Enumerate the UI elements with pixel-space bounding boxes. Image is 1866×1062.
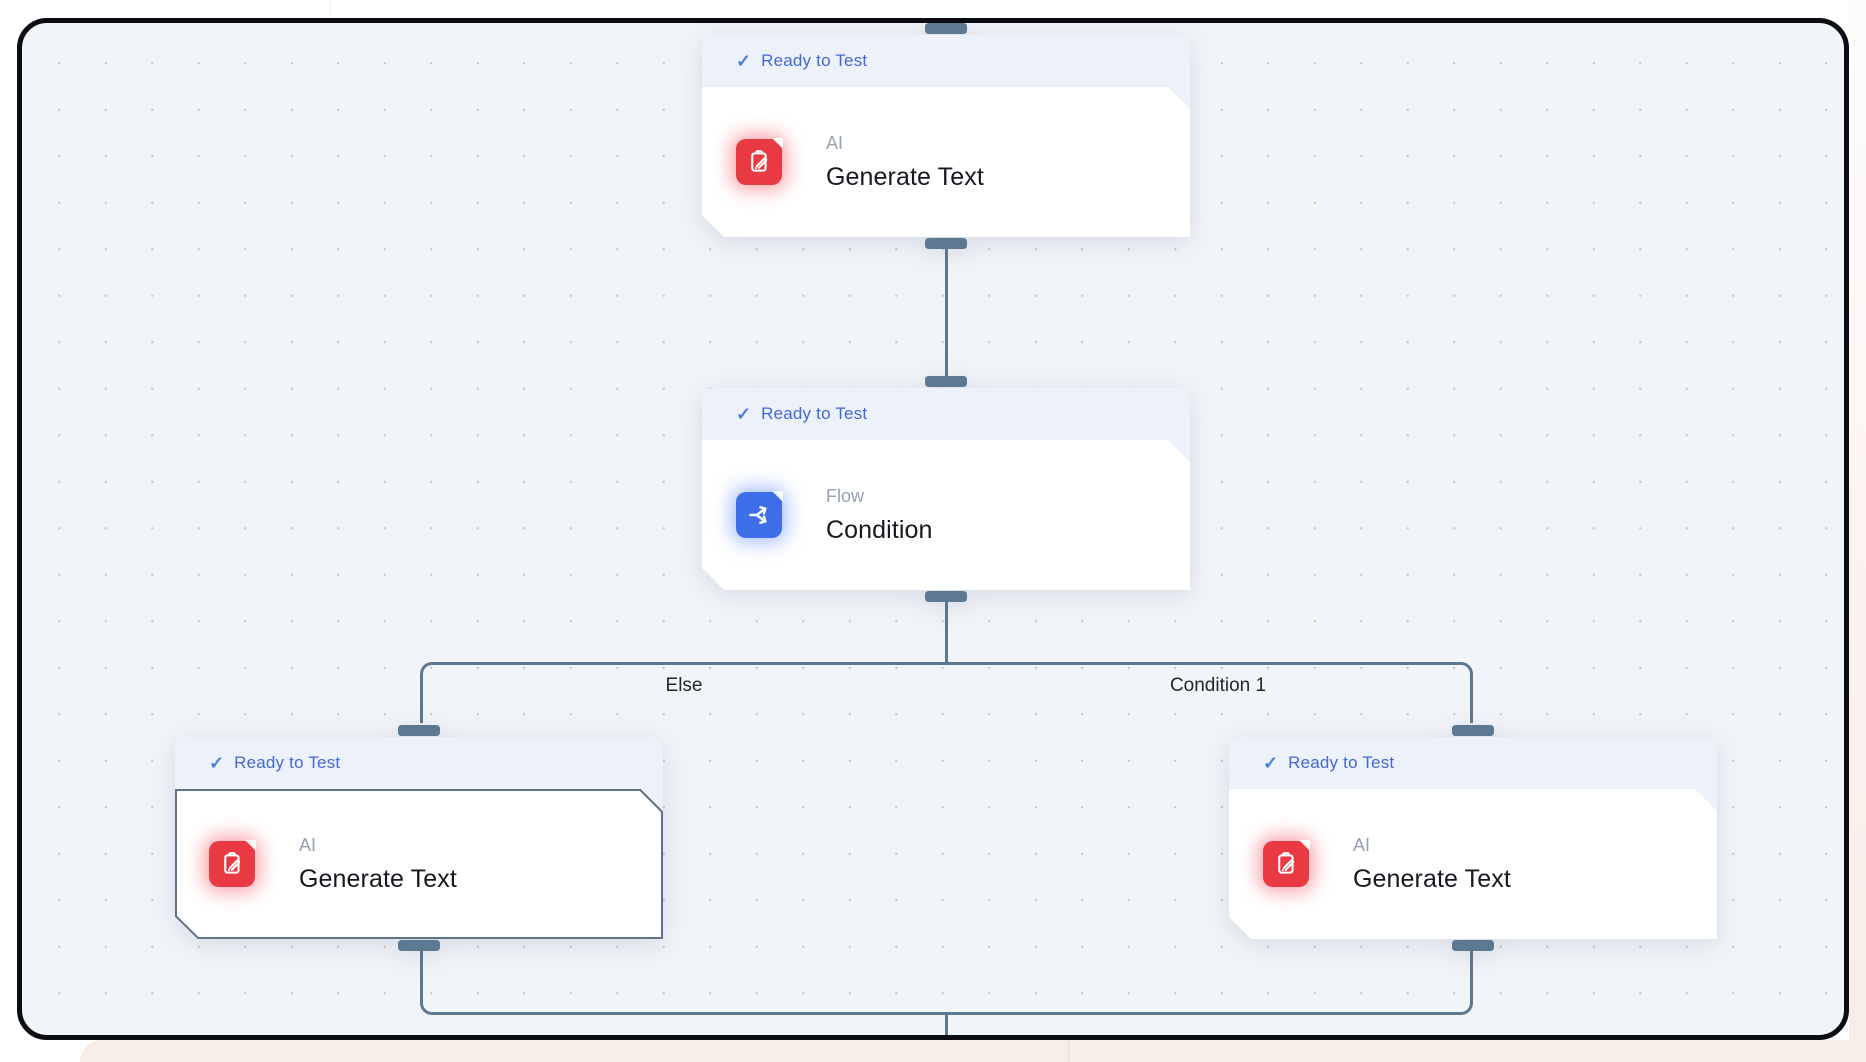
split-arrows-icon [736,491,783,538]
output-handle[interactable] [398,940,440,951]
input-handle[interactable] [1452,725,1494,736]
edge-condition-stub [945,602,948,662]
edge-label-else: Else [665,675,703,696]
page-right-margin [1849,0,1866,1062]
node-condition[interactable]: ✓ Ready to Test Flow C [702,376,1190,602]
node-body[interactable]: AI Generate Text [702,87,1190,237]
clipboard-pen-icon [1263,840,1310,887]
clipboard-pen-icon [209,840,256,887]
status-badge: Ready to Test [1288,753,1395,772]
edge-condition-branches [420,662,1473,723]
edge-generate-to-condition [945,249,948,376]
input-handle[interactable] [398,725,440,736]
status-badge: Ready to Test [234,753,341,772]
node-category: Flow [826,485,865,506]
check-icon: ✓ [1263,753,1279,773]
status-badge: Ready to Test [761,404,868,423]
input-handle[interactable] [925,376,967,387]
output-handle[interactable] [1452,940,1494,951]
node-body[interactable]: AI Generate Text [175,789,663,939]
page-margin-line [330,0,331,18]
node-category: AI [1353,834,1371,855]
node-category: AI [299,834,317,855]
node-generate-text-else[interactable]: ✓ Ready to Test AI Generate Text [175,725,663,951]
output-handle[interactable] [925,238,967,249]
edge-label-condition-1: Condition 1 [1169,675,1267,696]
check-icon: ✓ [209,753,225,773]
edge-merge-branches [420,951,1473,1015]
output-handle[interactable] [925,591,967,602]
workflow-canvas[interactable]: Else Condition 1 ✓ Ready to Test [17,18,1849,1040]
node-generate-text-top[interactable]: ✓ Ready to Test AI Generate Text [702,23,1190,249]
check-icon: ✓ [736,404,752,424]
node-title: Generate Text [826,162,984,191]
edge-merge-stub [945,1013,948,1035]
input-handle[interactable] [925,23,967,34]
node-body[interactable]: AI Generate Text [1229,789,1717,939]
node-title: Condition [826,515,933,544]
node-generate-text-condition1[interactable]: ✓ Ready to Test AI Generate Text [1229,725,1717,951]
node-category: AI [826,132,844,153]
page-bottom-margin [0,1040,1866,1062]
clipboard-pen-icon [736,138,783,185]
node-title: Generate Text [1353,864,1511,893]
node-body[interactable]: Flow Condition [702,440,1190,590]
check-icon: ✓ [736,51,752,71]
status-badge: Ready to Test [761,51,868,70]
node-title: Generate Text [299,864,457,893]
